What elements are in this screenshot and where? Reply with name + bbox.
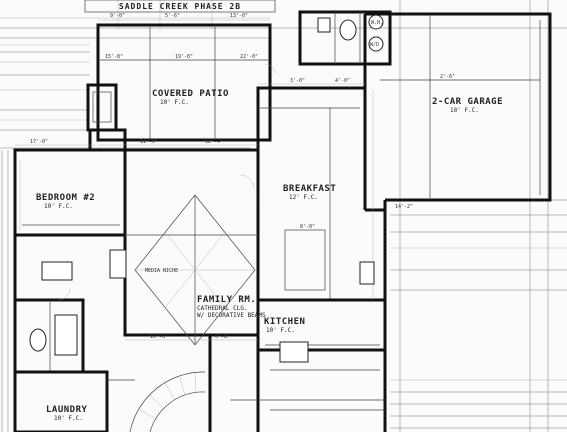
dimension-label: 3'-0" [290, 78, 305, 84]
room-ceiling-laundry: 10' F.C. [54, 415, 83, 422]
walls [13, 0, 552, 432]
room-label-covered-patio: COVERED PATIO [152, 89, 229, 99]
dimension-label: 9'-0" [110, 13, 125, 19]
dimension-label: 6'-8" [215, 334, 230, 340]
dimension-label: 2'-6" [440, 74, 455, 80]
dimension-label: 4'-0" [335, 78, 350, 84]
dimension-label: 5'-6" [165, 13, 180, 19]
cathedral-ceiling-lines [134, 194, 256, 346]
room-label-family-rm: FAMILY RM. [197, 295, 256, 305]
water-heater-label: W.H. [371, 20, 383, 26]
washer-dryer-label: W/D [370, 42, 379, 48]
plan-header-text: SADDLE CREEK PHASE 2B [119, 2, 241, 11]
bath-toilet-fixture [29, 328, 47, 352]
water-heater-fixture [368, 14, 384, 30]
room-ceiling-covered-patio: 10' F.C. [160, 99, 189, 106]
dimension-label: 12'-4" [205, 139, 223, 145]
room-label-breakfast: BREAKFAST [283, 184, 336, 194]
toilet-fixture [317, 17, 331, 33]
room-note-family-rm: W/ DECORATIVE BEAMS [197, 312, 266, 319]
dimension-label: 11'-6" [140, 139, 158, 145]
bath-tub-fixture [54, 314, 78, 356]
dimension-label: 14'-2" [395, 204, 413, 210]
media-niche-fixture [109, 249, 127, 279]
dimension-label: 13'-0" [230, 13, 248, 19]
dimension-label: 22'-0" [240, 54, 258, 60]
room-ceiling-kitchen: 10' F.C. [266, 327, 295, 334]
door-swing [57, 287, 71, 301]
dimension-label: 10'-0" [150, 334, 168, 340]
range-fixture [279, 341, 309, 363]
closet-fixture [41, 261, 73, 281]
spiral-stair-inner [149, 391, 206, 432]
dimension-lines [15, 19, 374, 341]
dimension-label: 19'-8" [175, 54, 193, 60]
door-swing [239, 174, 255, 190]
room-label-garage: 2-CAR GARAGE [432, 97, 503, 107]
room-ceiling-garage: 10' F.C. [450, 107, 479, 114]
dimension-labels: 9'-0" 5'-6" 13'-0" 15'-8" 19'-8" 22'-0" 17'-0"… [30, 13, 455, 340]
room-ceiling-breakfast: 12' F.C. [289, 194, 318, 201]
door-swing [264, 63, 276, 75]
washer-dryer-fixture [368, 36, 384, 52]
spiral-stair-outer [129, 371, 206, 432]
dimension-label: 15'-8" [105, 54, 123, 60]
room-ceiling-bedroom2: 10' F.C. [44, 203, 73, 210]
room-label-kitchen: KITCHEN [264, 317, 305, 327]
room-label-bedroom2: BEDROOM #2 [36, 193, 95, 203]
room-label-laundry: LAUNDRY [46, 405, 88, 415]
media-niche-label: MEDIA NICHE [145, 268, 178, 274]
sink-fixture [339, 19, 357, 41]
room-ceiling-family-rm: CATHEDRAL CLG. [197, 305, 248, 312]
fridge-fixture [359, 261, 375, 285]
fixtures [29, 14, 384, 432]
dimension-label: 17'-0" [30, 139, 48, 145]
dimension-label: 8'-0" [300, 224, 315, 230]
